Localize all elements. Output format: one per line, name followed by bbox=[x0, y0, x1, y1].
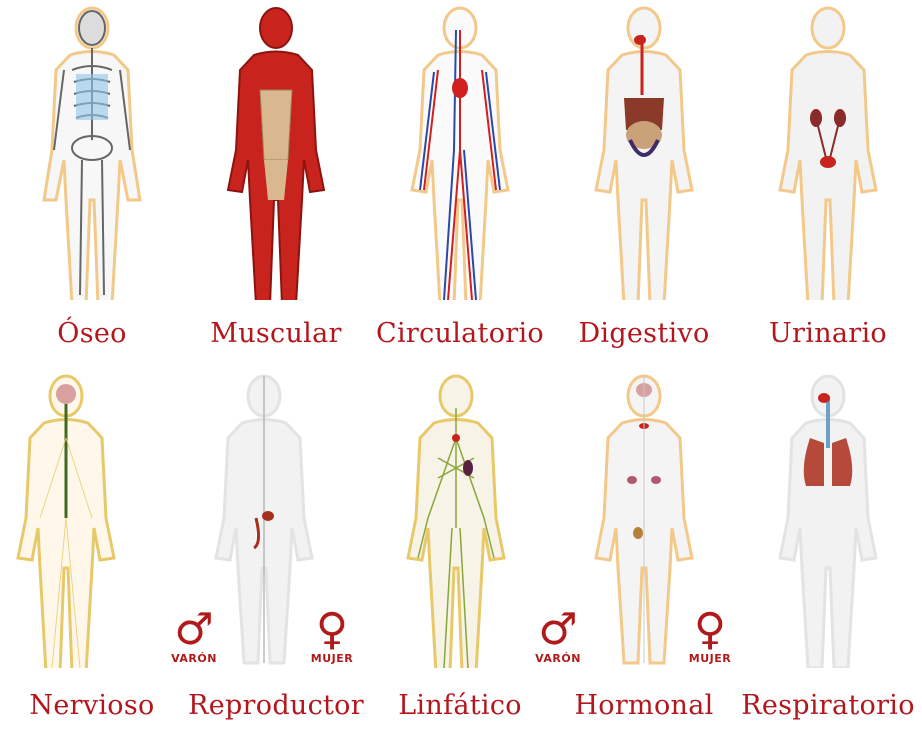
male-label: VARÓN bbox=[164, 652, 224, 665]
label-muscular: Muscular bbox=[184, 318, 368, 349]
label-linfatico: Linfático bbox=[368, 690, 552, 721]
female-marker: ♀ MUJER bbox=[302, 608, 362, 665]
label-respiratorio: Respiratorio bbox=[736, 690, 920, 721]
muscular-figure bbox=[184, 0, 368, 300]
female-label: MUJER bbox=[680, 652, 740, 665]
male-symbol-icon: ♂ bbox=[528, 608, 588, 652]
label-reproductor: Reproductor bbox=[184, 690, 368, 721]
nervous-figure bbox=[0, 368, 184, 668]
respiratory-figure bbox=[736, 368, 920, 668]
lymphatic-figure bbox=[368, 368, 552, 668]
female-symbol-icon: ♀ bbox=[302, 608, 362, 652]
label-urinario: Urinario bbox=[736, 318, 920, 349]
female-symbol-icon: ♀ bbox=[680, 608, 740, 652]
label-circulatorio: Circulatorio bbox=[368, 318, 552, 349]
label-hormonal: Hormonal bbox=[552, 690, 736, 721]
male-marker: ♂ VARÓN bbox=[164, 608, 224, 665]
male-symbol-icon: ♂ bbox=[164, 608, 224, 652]
circulatory-figure bbox=[368, 0, 552, 300]
label-nervioso: Nervioso bbox=[0, 690, 184, 721]
digestive-figure bbox=[552, 0, 736, 300]
urinary-figure bbox=[736, 0, 920, 300]
label-oseo: Óseo bbox=[0, 318, 184, 349]
skeleton-figure bbox=[0, 0, 184, 300]
label-digestivo: Digestivo bbox=[552, 318, 736, 349]
male-marker-hormonal: ♂ VARÓN bbox=[528, 608, 588, 665]
male-label: VARÓN bbox=[528, 652, 588, 665]
female-marker-hormonal: ♀ MUJER bbox=[680, 608, 740, 665]
female-label: MUJER bbox=[302, 652, 362, 665]
